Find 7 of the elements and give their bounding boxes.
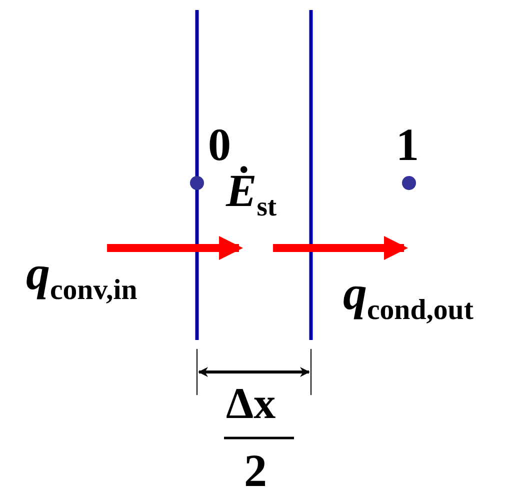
heat-flow-label: q$_{conv,in}$ [26, 250, 138, 305]
point-label: 1 [396, 122, 419, 168]
dimension-label: Δx [226, 382, 276, 426]
point-label: 0 [208, 122, 231, 168]
heat-flow-label: q$_{cond,out}$ [343, 270, 474, 325]
energy-storage-label: Ė$_{st}$ [226, 168, 277, 220]
dimension-label: 2 [244, 448, 267, 494]
